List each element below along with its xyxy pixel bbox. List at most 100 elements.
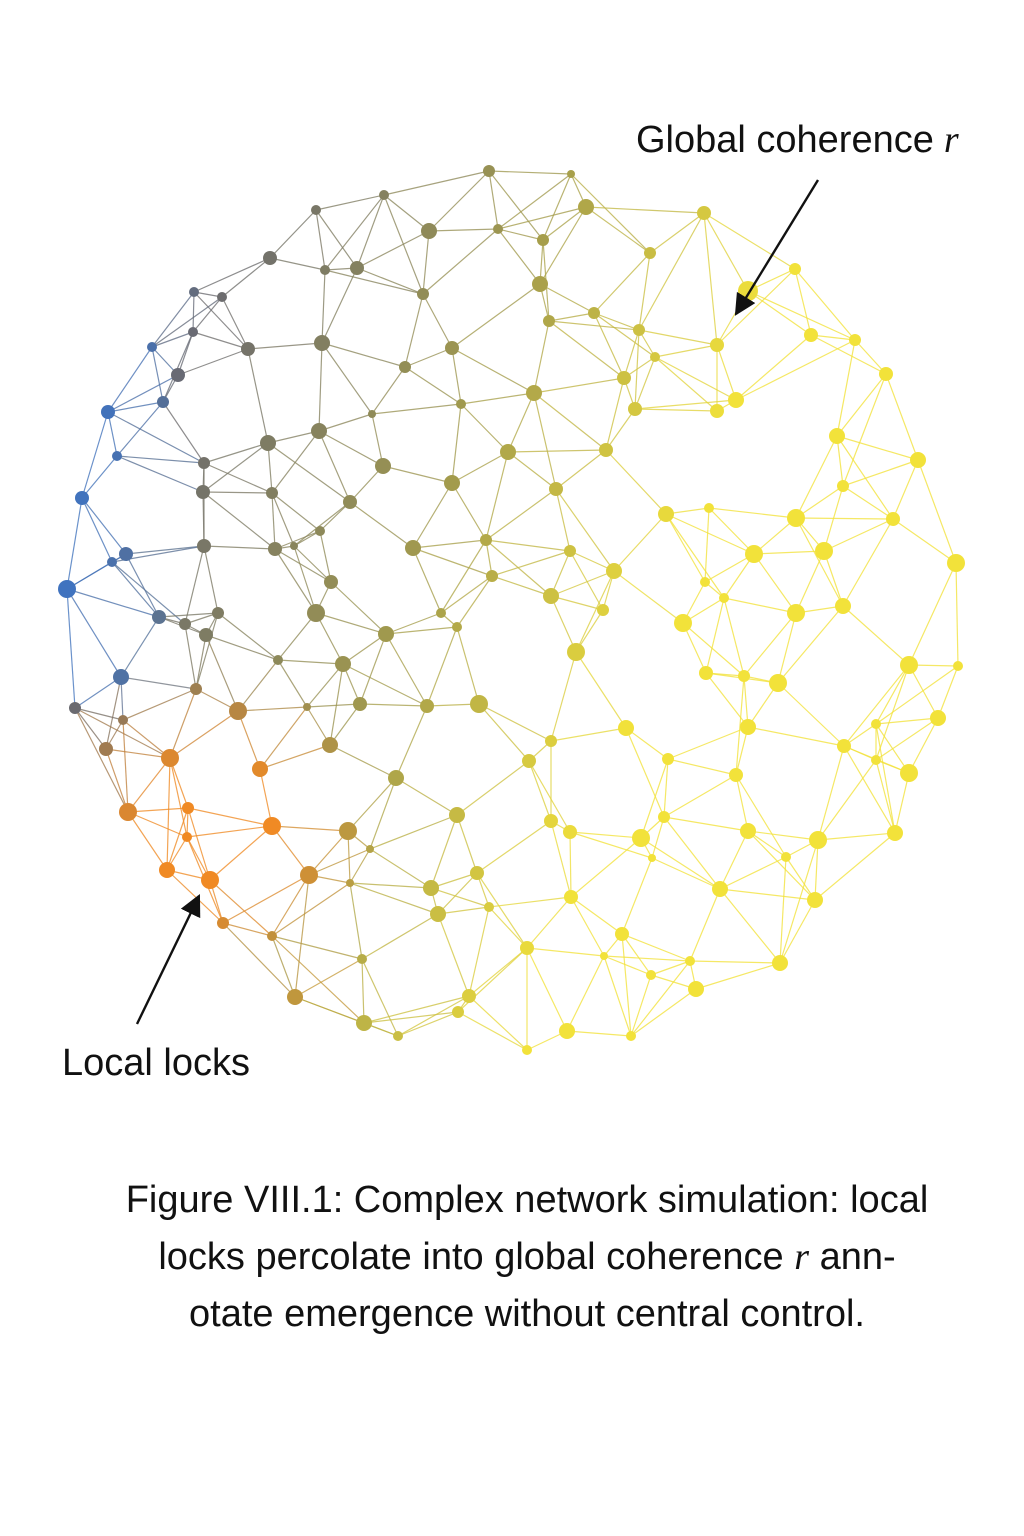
network-edge [605, 377, 625, 451]
figure-caption: Figure VIII.1: Complex network simulatio… [90, 1172, 964, 1343]
network-edge [203, 462, 273, 494]
network-edge [663, 774, 737, 818]
network-node [644, 247, 656, 259]
network-node [343, 495, 357, 509]
network-edge [74, 707, 107, 750]
network-edge [892, 518, 957, 564]
network-edge [794, 268, 856, 341]
network-edge [203, 545, 219, 614]
network-edge [315, 612, 387, 635]
network-edge [550, 595, 604, 611]
network-edge [321, 269, 326, 344]
network-edge [460, 403, 509, 453]
network-node [75, 491, 89, 505]
network-edge [634, 356, 656, 410]
network-edge [361, 958, 399, 1037]
network-edge [625, 727, 669, 760]
network-node [378, 626, 394, 642]
network-node [809, 831, 827, 849]
network-edge [271, 492, 321, 532]
network-edge [217, 612, 279, 661]
network-edge [488, 906, 528, 949]
network-edge [548, 320, 640, 331]
network-node [685, 956, 695, 966]
network-edge [569, 831, 572, 898]
network-edge [404, 293, 424, 368]
network-edge [785, 856, 816, 901]
network-nodes [58, 165, 965, 1055]
network-edge [105, 748, 171, 759]
network-edge [271, 882, 351, 937]
network-edge [169, 710, 239, 759]
network-edge [315, 612, 344, 665]
network-edge [817, 745, 845, 841]
network-node [697, 206, 711, 220]
network-edge [222, 874, 310, 924]
network-node [486, 570, 498, 582]
network-edge [430, 814, 458, 889]
network-edge [395, 777, 458, 816]
network-edge [488, 170, 499, 230]
network-edge [237, 659, 279, 712]
network-edge [908, 717, 939, 774]
network-edge [937, 665, 959, 719]
network-node [617, 371, 631, 385]
network-edge [539, 206, 587, 285]
network-edge [570, 896, 623, 935]
network-node [113, 669, 129, 685]
network-edge [566, 955, 605, 1032]
network-node [559, 1023, 575, 1039]
network-node [728, 392, 744, 408]
network-edge [651, 857, 721, 890]
network-edge [81, 455, 118, 499]
network-edge [456, 575, 493, 628]
network-edge [603, 955, 632, 1037]
network-edge [412, 547, 442, 614]
network-edge [412, 547, 493, 577]
network-node [445, 341, 459, 355]
network-node [307, 604, 325, 622]
network-node [346, 879, 354, 887]
network-edge [603, 955, 691, 962]
network-edge [485, 539, 493, 577]
network-edge [319, 530, 332, 583]
network-edge [277, 659, 344, 665]
network-node [807, 892, 823, 908]
network-node [886, 512, 900, 526]
network-edge [842, 485, 894, 520]
network-node [789, 263, 801, 275]
network-edge [842, 373, 887, 487]
network-edge [293, 545, 332, 583]
network-edge [412, 482, 453, 549]
network-edge [488, 896, 572, 908]
network-edge [638, 252, 651, 331]
network-edge [162, 401, 205, 464]
network-edge [237, 706, 308, 712]
network-edge [779, 839, 819, 964]
caption-line-2-end: ann- [819, 1236, 896, 1278]
network-edge [271, 492, 276, 550]
network-edge [497, 206, 587, 230]
network-edge [259, 744, 331, 770]
network-edge [385, 626, 458, 635]
network-edge [735, 339, 856, 401]
network-edge [451, 403, 462, 484]
network-edge [193, 257, 271, 293]
network-edge [476, 872, 528, 949]
network-edge [107, 346, 153, 413]
network-node [182, 832, 192, 842]
network-edge [271, 935, 296, 998]
network-edge [665, 513, 706, 583]
network-node [196, 485, 210, 499]
network-edge [74, 676, 122, 709]
network-node [399, 361, 411, 373]
network-node [700, 577, 710, 587]
network-edge [269, 209, 317, 259]
network-edge [271, 430, 320, 494]
network-edge [451, 347, 462, 405]
network-edge [651, 816, 665, 859]
network-edge [843, 745, 896, 834]
network-edge [663, 816, 721, 890]
network-node [910, 452, 926, 468]
network-node [315, 526, 325, 536]
